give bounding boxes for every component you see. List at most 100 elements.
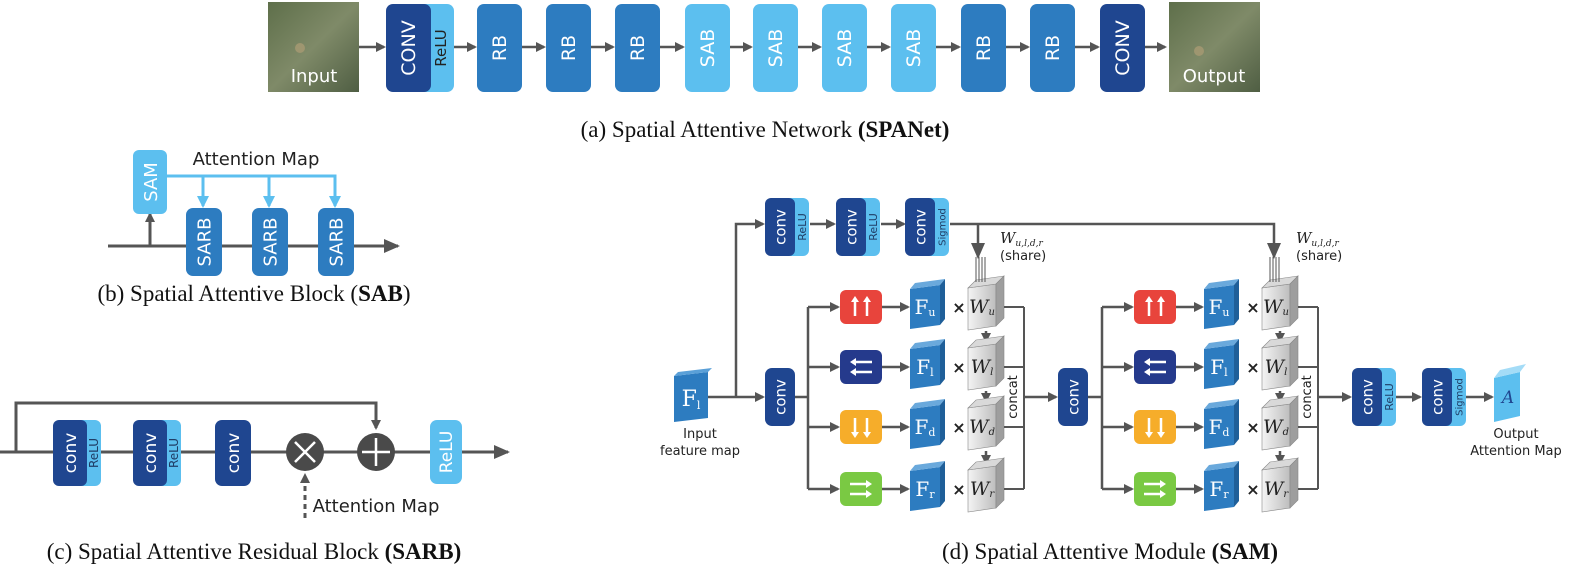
times-symbol: × <box>1246 298 1259 317</box>
left-direction-box <box>1134 350 1176 384</box>
block-rb-2: RB <box>546 4 591 92</box>
conv-relu-block: CONV ReLU <box>386 4 454 92</box>
attention-map-label: Attention Map <box>193 149 320 170</box>
fu-label: Fu <box>1209 295 1230 319</box>
block-conv-10-label: CONV <box>1112 20 1134 75</box>
caption-a: (a) Spatial Attentive Network (SPANet) <box>581 117 950 142</box>
times-symbol: × <box>952 358 965 377</box>
c-conv-relu-1-tag-label: ReLU <box>87 438 101 468</box>
block-sab-6: SAB <box>822 4 867 92</box>
arrowhead-icon <box>863 296 871 302</box>
block-sab-4: SAB <box>685 4 730 92</box>
sarb-block-1-label: SARB <box>194 218 215 267</box>
feature-fr: Fr <box>1204 461 1239 511</box>
weight-wr: Wr <box>967 457 1005 513</box>
arrowhead-icon <box>851 432 859 438</box>
sam-block <box>133 150 167 214</box>
caption-d: (d) Spatial Attentive Module (SAM) <box>942 539 1278 564</box>
weight-wr: Wr <box>1261 457 1299 513</box>
c-relu-final-label: ReLU <box>437 431 457 474</box>
c-conv-3-label: conv <box>224 433 244 474</box>
output-attention-map: A Output Attention Map <box>1470 364 1562 459</box>
c-conv-relu-2-tag-label: ReLU <box>167 438 181 468</box>
d-out-conv-relu: conv ReLU <box>1352 368 1396 426</box>
output-line1: Output <box>1493 427 1538 442</box>
sarb-block-3: SARB <box>318 208 354 276</box>
arrowhead-icon <box>851 296 859 302</box>
d-top-conv-sigmoid-conv-label: conv <box>911 209 929 245</box>
wr-label: Wr <box>970 478 996 500</box>
wr-label: Wr <box>1264 478 1290 500</box>
d-out-conv-relu-conv-label: conv <box>1358 379 1376 415</box>
block-rb-9-label: RB <box>1042 35 1064 61</box>
sarb-block-2: SARB <box>252 208 288 276</box>
feature-fl: Fl <box>910 339 945 389</box>
c-conv-relu-1: conv ReLU <box>53 420 101 486</box>
weight-wd: Wd <box>1261 395 1299 451</box>
up-arrows-icon <box>1147 301 1163 316</box>
arrowhead-icon <box>1144 368 1150 376</box>
feature-fr: Fr <box>910 461 945 511</box>
times-symbol: × <box>1246 358 1259 377</box>
block-sab-7: SAB <box>891 4 936 92</box>
arrowhead-icon <box>1157 432 1165 438</box>
arrowhead-icon <box>866 490 872 498</box>
input-fl-label: Fl <box>682 387 701 412</box>
output-image: Output <box>1169 2 1260 92</box>
block-rb-8: RB <box>961 4 1006 92</box>
sarb-block-3-label: SARB <box>326 218 347 267</box>
wl-label: Wl <box>971 356 994 378</box>
feature-fd: Fd <box>910 399 945 449</box>
d-conv-2: conv <box>1058 368 1088 426</box>
wu-label: Wu <box>1263 296 1289 318</box>
attention-map-label-c: Attention Map <box>313 496 440 517</box>
arrowhead-icon <box>850 358 856 366</box>
times-symbol: × <box>952 298 965 317</box>
arrowhead-icon <box>1145 432 1153 438</box>
fr-label: Fr <box>915 477 935 501</box>
feature-fu: Fu <box>1204 279 1239 329</box>
times-symbol: × <box>1246 480 1259 499</box>
d-top-conv-relu-1-tag-label: ReLU <box>796 213 809 241</box>
wu-label: Wu <box>969 296 995 318</box>
times-symbol: × <box>1246 418 1259 437</box>
block-rb-3-label: RB <box>627 35 649 61</box>
output-label: Output <box>1183 66 1246 87</box>
down-direction-box <box>840 410 882 444</box>
fd-label: Fd <box>915 415 936 439</box>
block-sab-5-label: SAB <box>765 29 787 67</box>
c-conv-relu-1-conv-label: conv <box>61 433 81 474</box>
d-out-conv-relu-tag-label: ReLU <box>1383 383 1396 411</box>
block-conv-10: CONV <box>1100 4 1145 92</box>
sarb-block-1: SARB <box>186 208 222 276</box>
block-rb-9: RB <box>1030 4 1075 92</box>
block-sab-6-label: SAB <box>834 29 856 67</box>
d-conv-1-label: conv <box>771 379 789 415</box>
d-conv-2-label: conv <box>1064 379 1082 415</box>
left-arrows-icon <box>1149 360 1166 374</box>
input-line2: feature map <box>660 444 740 459</box>
right-direction-box <box>840 472 882 506</box>
arrowhead-icon <box>1145 296 1153 302</box>
weight-wu: Wu <box>967 275 1005 331</box>
relu-label: ReLU <box>432 29 450 67</box>
fl-label: Fl <box>916 355 934 379</box>
wl-label: Wl <box>1265 356 1288 378</box>
d-out-conv-sigmoid-conv-label: conv <box>1428 379 1446 415</box>
right-arrows-icon <box>1144 482 1161 496</box>
concat-label: concat <box>1300 375 1315 419</box>
block-sab-5: SAB <box>753 4 798 92</box>
conv-label: CONV <box>398 20 420 75</box>
arrowhead-icon <box>1144 358 1150 366</box>
wd-label: Wd <box>969 416 995 438</box>
wd-label: Wd <box>1263 416 1289 438</box>
d-top-conv-sigmoid-tag-label: Sigmod <box>938 208 949 246</box>
feature-fd: Fd <box>1204 399 1239 449</box>
caption-b: (b) Spatial Attentive Block (SAB) <box>97 281 410 306</box>
